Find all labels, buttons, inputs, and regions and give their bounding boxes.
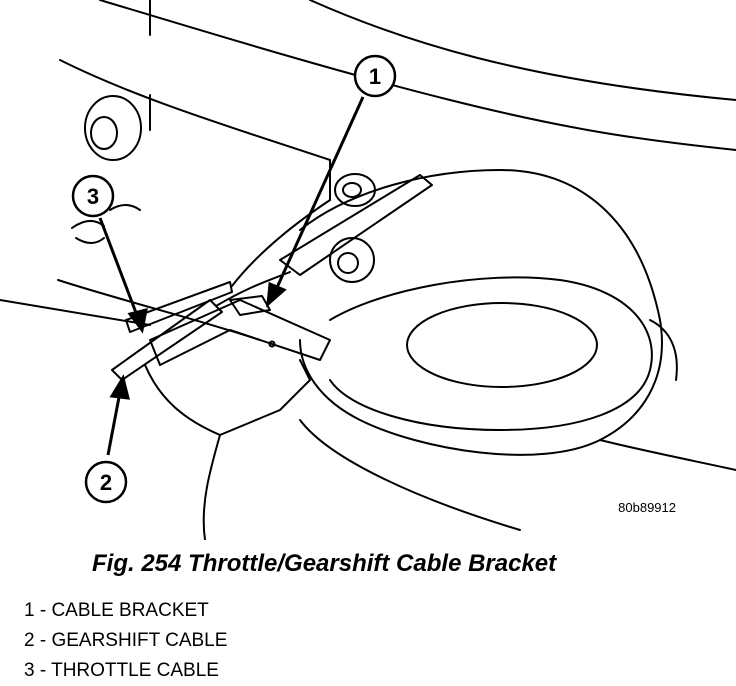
bracket-hole bbox=[268, 340, 276, 348]
grommet bbox=[84, 95, 142, 161]
callout-2-number: 2 bbox=[100, 470, 112, 495]
body-panel-line bbox=[71, 220, 105, 229]
lower-bracket bbox=[144, 359, 311, 436]
lever-end bbox=[329, 237, 375, 283]
throttle-gearshift-bracket-illustration: 1 3 2 80b89912 bbox=[0, 0, 736, 540]
throttle-cable bbox=[125, 281, 233, 333]
gearshift-cable bbox=[111, 299, 223, 381]
lever-end-inner bbox=[337, 252, 359, 274]
housing-flange bbox=[599, 439, 736, 471]
callout-3-leader bbox=[98, 217, 140, 319]
callout-2-circle bbox=[84, 460, 128, 504]
legend-item: 2 - GEARSHIFT CABLE bbox=[24, 630, 228, 651]
callout-2-leader bbox=[106, 391, 122, 456]
grommet-inner bbox=[90, 116, 118, 150]
callout-3-number: 3 bbox=[87, 184, 99, 209]
body-panel-line bbox=[99, 0, 736, 151]
housing-boss bbox=[406, 302, 598, 388]
body-panel-line bbox=[0, 299, 151, 326]
legend-item: 1 - CABLE BRACKET bbox=[24, 600, 209, 621]
legend-item: 3 - THROTTLE CABLE bbox=[24, 660, 219, 681]
transmission-housing bbox=[299, 169, 663, 456]
housing-flange bbox=[649, 319, 678, 381]
cable-bracket bbox=[149, 299, 331, 366]
body-panel-line bbox=[59, 59, 331, 161]
lower-bracket bbox=[202, 434, 221, 540]
legend: 1 - CABLE BRACKET 2 - GEARSHIFT CABLE 3 … bbox=[24, 596, 227, 686]
lever-pivot bbox=[334, 173, 376, 207]
body-panel-line bbox=[309, 0, 736, 101]
lower-bracket bbox=[299, 419, 521, 531]
callout-2-arrowhead bbox=[109, 374, 130, 400]
callout-1-number: 1 bbox=[369, 64, 381, 89]
shift-lever bbox=[279, 174, 433, 276]
callout-3-circle bbox=[71, 174, 115, 218]
cable-bracket bbox=[229, 295, 271, 316]
callout-3-arrowhead bbox=[127, 307, 148, 334]
lever-pivot-inner bbox=[342, 182, 362, 198]
body-panel-line bbox=[75, 237, 105, 244]
callout-1-circle bbox=[353, 54, 397, 98]
body-panel-line bbox=[109, 204, 141, 211]
callout-1-arrowhead bbox=[266, 281, 287, 308]
figure-code: 80b89912 bbox=[618, 500, 676, 515]
figure-caption: Fig. 254 Throttle/Gearshift Cable Bracke… bbox=[92, 550, 557, 577]
throttle-cable bbox=[231, 199, 331, 287]
transmission-housing bbox=[329, 276, 653, 431]
callout-1-leader bbox=[273, 96, 365, 293]
